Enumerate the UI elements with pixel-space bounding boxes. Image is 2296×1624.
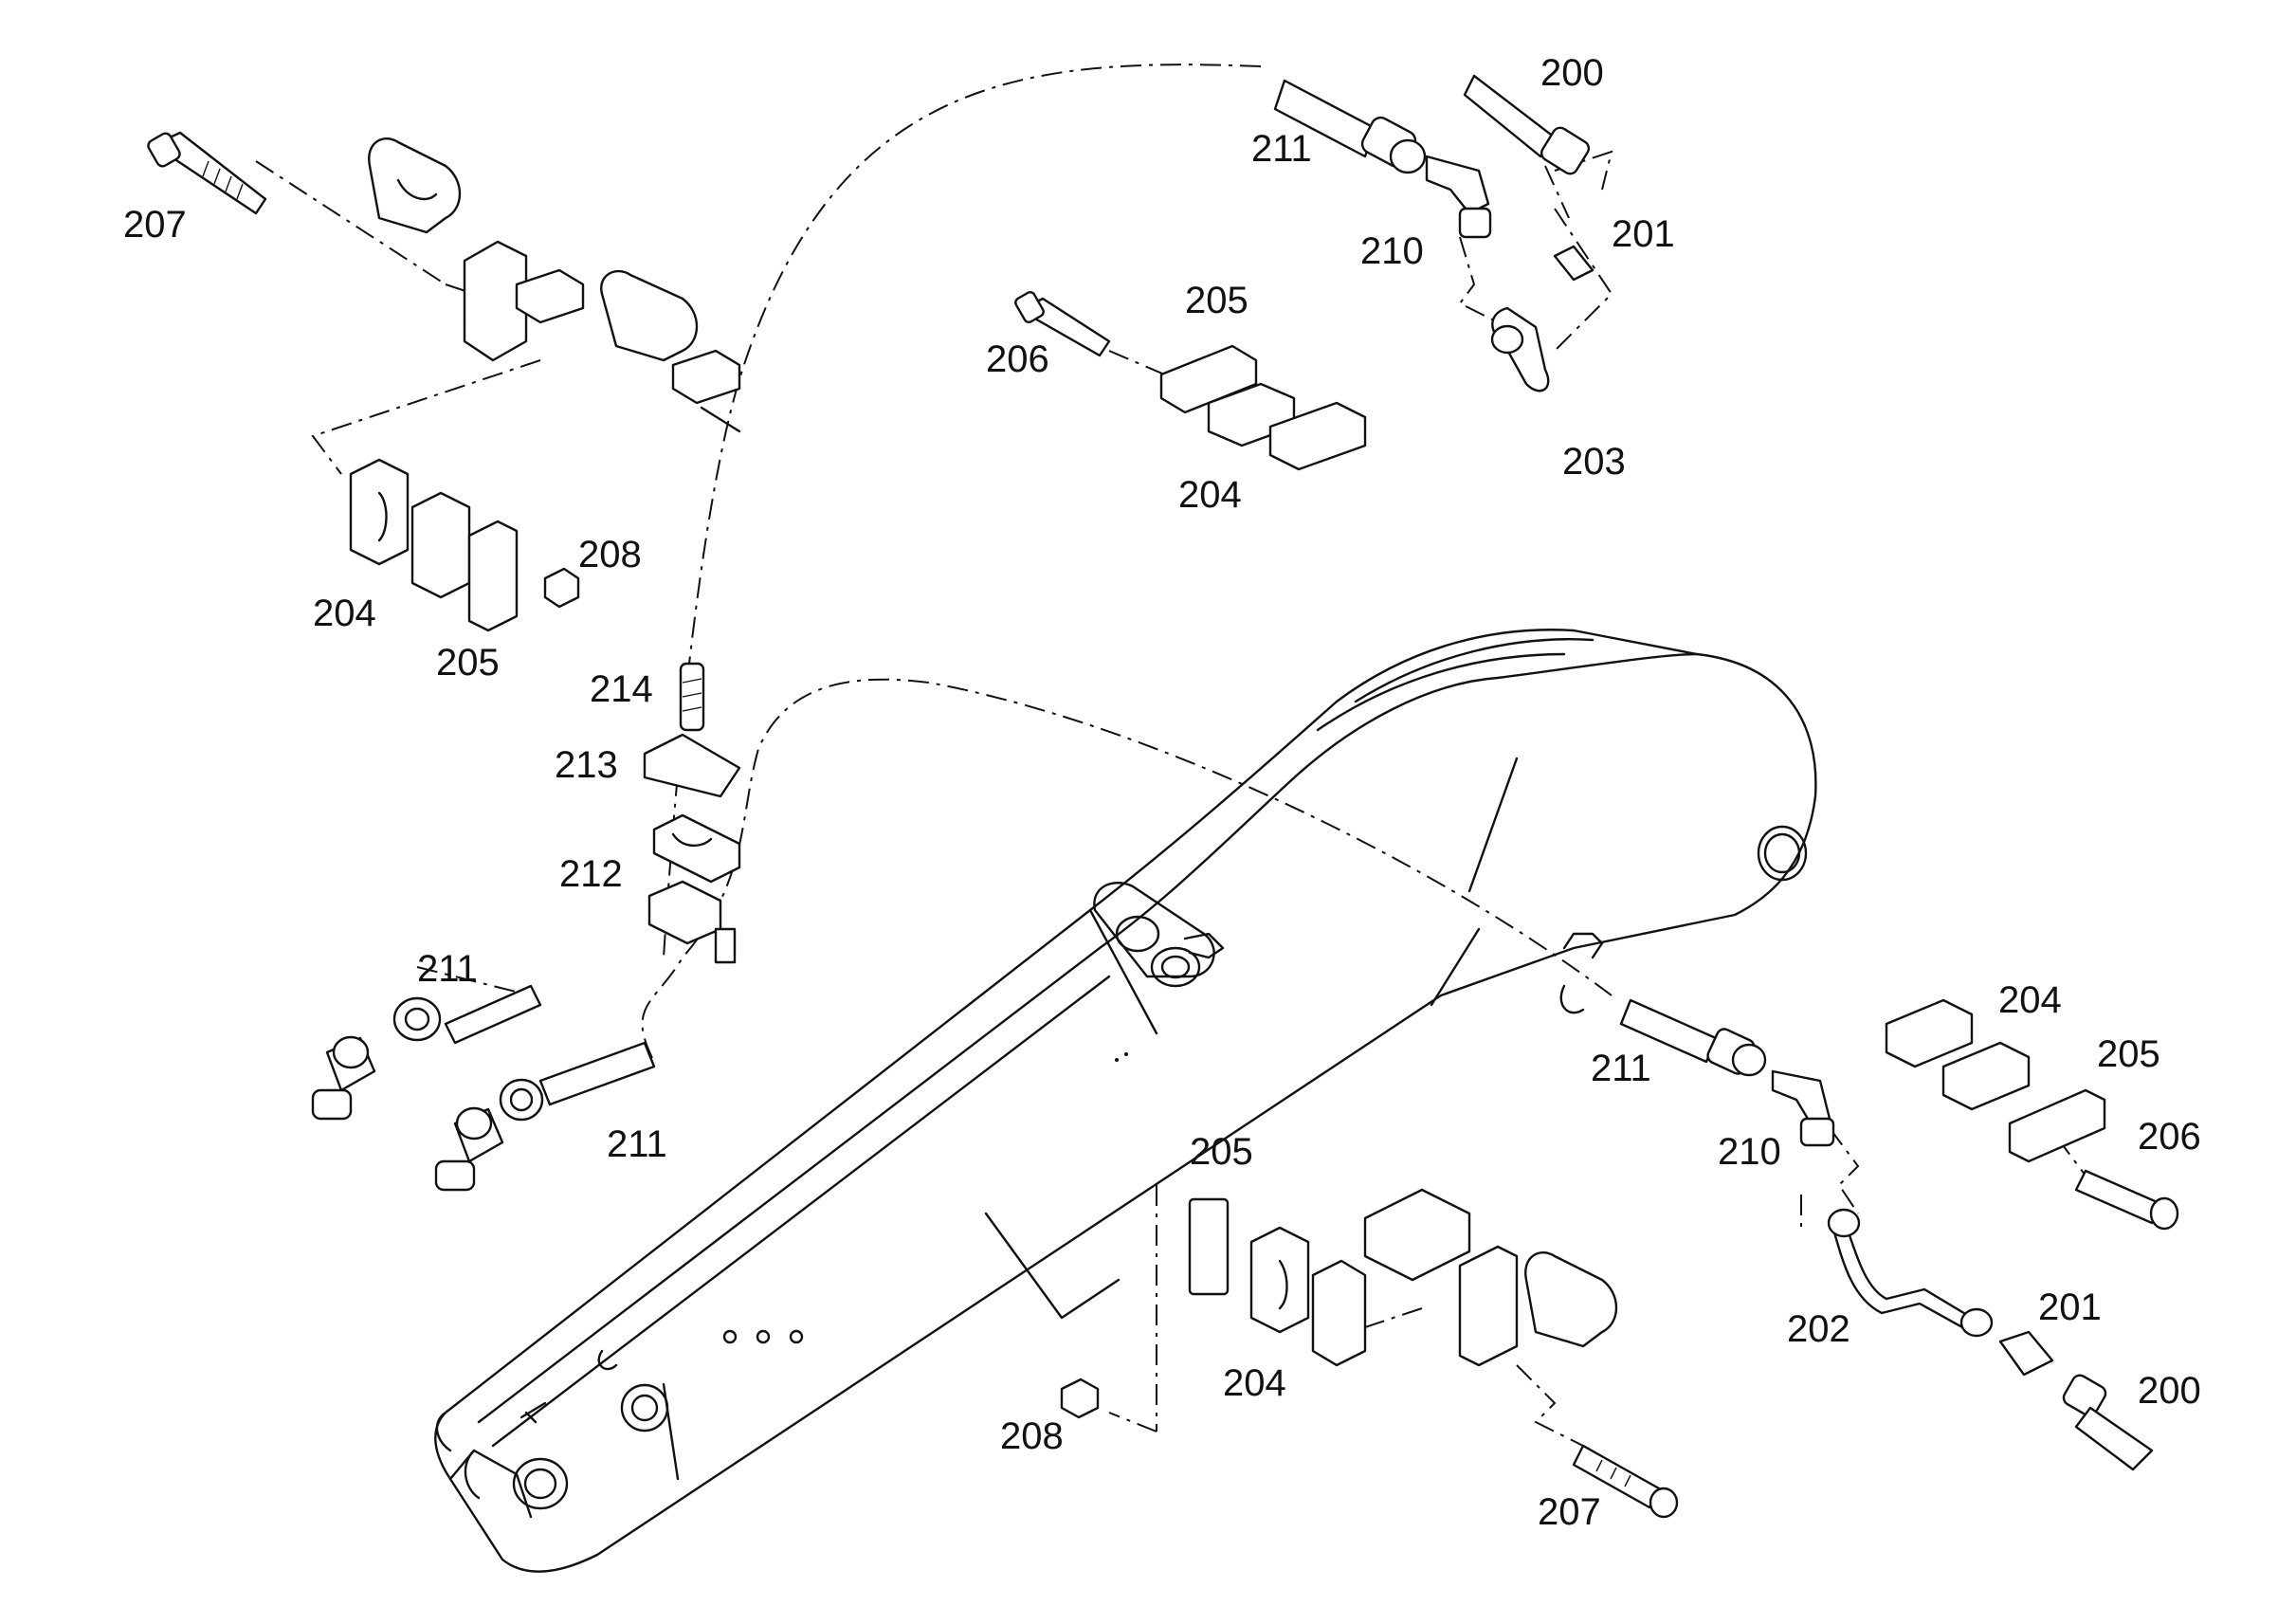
callout-201-top: 201 [1612, 213, 1675, 255]
parts-204-205-206-top [1014, 291, 1367, 471]
callout-205-bottom: 205 [1190, 1131, 1253, 1173]
hoses-right [1619, 998, 2154, 1471]
callout-210-top: 210 [1360, 230, 1424, 272]
callout-213: 213 [555, 744, 618, 786]
parts-204-205-208-left [349, 458, 580, 632]
callout-211-left-a: 211 [417, 948, 478, 990]
parts-212-213-214 [643, 662, 741, 964]
callout-200-right: 200 [2138, 1370, 2201, 1412]
hoses-and-fittings-left [311, 984, 656, 1192]
callout-201-right: 201 [2038, 1286, 2102, 1328]
callout-211-left-b: 211 [607, 1123, 667, 1165]
callout-207-bottom: 207 [1538, 1491, 1601, 1533]
callout-204-left: 204 [313, 593, 376, 634]
callout-200-top: 200 [1540, 52, 1604, 94]
callout-205-left: 205 [436, 642, 500, 684]
part-207-bolt-top [147, 131, 267, 215]
callout-204-right: 204 [1998, 979, 2062, 1021]
callout-208-left: 208 [578, 534, 642, 575]
leader-lines [255, 64, 2086, 1451]
callout-204-bottom: 204 [1223, 1362, 1286, 1404]
callout-labels: 207 204 205 208 214 213 212 211 211 211 … [123, 52, 2201, 1533]
callout-206-right: 206 [2138, 1116, 2201, 1158]
callout-210-right: 210 [1718, 1131, 1781, 1173]
callout-211-top: 211 [1251, 128, 1312, 170]
clamp-assembly-bottom [1060, 1188, 1679, 1519]
callout-202: 202 [1787, 1308, 1850, 1350]
boom-arm [434, 629, 1817, 1573]
hoses-top-center [1273, 74, 1594, 392]
callout-214: 214 [590, 668, 653, 710]
clamp-assembly-top-left [368, 137, 741, 433]
callout-203: 203 [1562, 441, 1626, 483]
callout-205-top: 205 [1185, 280, 1248, 321]
callout-205-right: 205 [2097, 1033, 2160, 1075]
parts-204-205-206-right [1885, 998, 2179, 1231]
callout-208-bottom: 208 [1000, 1415, 1064, 1457]
callout-211-right: 211 [1591, 1048, 1651, 1089]
callout-204-top: 204 [1178, 474, 1242, 516]
callout-206-top: 206 [986, 338, 1049, 380]
callout-207-top: 207 [123, 204, 187, 246]
callout-212: 212 [559, 853, 623, 895]
